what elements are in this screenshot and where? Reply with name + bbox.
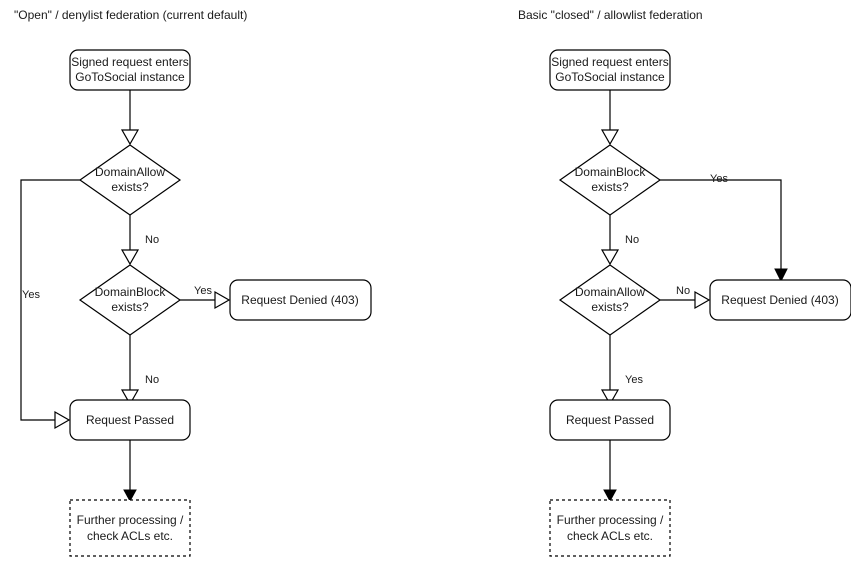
edge-domainblock-no-left: No [120,335,159,406]
edge-domainallow-no-left: No [120,215,159,266]
domainblock-label-line2-left: exists? [111,300,149,314]
arrowhead-open-icon [214,290,231,310]
arrowhead-filled-icon [603,489,617,503]
node-request-passed-right: Request Passed [549,399,671,441]
node-further-processing-left: Further processing / check ACLs etc. [69,499,191,557]
node-decision-domainallow-right: DomainAllow exists? [558,264,662,336]
entry-label-line2-left: GoToSocial instance [75,70,185,84]
edge-label-domainblock-yes-right: Yes [710,173,728,185]
arrowhead-open-icon [120,389,140,406]
further-processing-label-line2-right: check ACLs etc. [567,529,653,543]
request-denied-label-right: Request Denied (403) [721,293,838,307]
edge-line [20,179,80,421]
node-entry-right: Signed request enters GoToSocial instanc… [549,49,671,91]
edge-domainblock-yes-left: Yes [180,285,231,310]
domainallow-label-line1-left: DomainAllow [95,165,165,179]
edge-domainallow-no-right: No [660,285,711,310]
further-processing-label-line1-right: Further processing / [557,513,664,527]
entry-label-line1-left: Signed request enters [71,55,188,69]
edge-passed-to-further-right [603,440,617,503]
node-request-passed-left: Request Passed [69,399,191,441]
column-closed-allowlist: Basic "closed" / allowlist federation Si… [518,8,851,557]
arrowhead-open-icon [600,129,620,146]
request-denied-box-shape-left [229,279,372,321]
further-processing-label-line2-left: check ACLs etc. [87,529,173,543]
node-decision-domainblock-left: DomainBlock exists? [78,264,182,336]
request-denied-box-shape-right [709,279,851,321]
edge-passed-to-further-left [123,440,137,503]
node-request-denied-left: Request Denied (403) [229,279,372,321]
domainblock-label-line1-left: DomainBlock [95,285,167,299]
entry-label-line1-right: Signed request enters [551,55,668,69]
edge-label-domainblock-no-right: No [625,234,639,246]
arrowhead-open-icon [694,290,711,310]
edge-domainblock-no-right: No [600,215,639,266]
domainblock-label-line1-right: DomainBlock [575,165,647,179]
node-decision-domainallow-left: DomainAllow exists? [78,144,182,216]
arrowhead-open-icon [600,249,620,266]
arrowhead-filled-icon [774,268,788,283]
edge-line [660,179,782,276]
column-title-left: "Open" / denylist federation (current de… [14,8,247,22]
further-processing-label-line1-left: Further processing / [77,513,184,527]
domainallow-label-line2-right: exists? [591,300,629,314]
edge-entry-to-domainallow-left [120,90,140,146]
request-denied-label-left: Request Denied (403) [241,293,358,307]
edge-domainblock-yes-right: Yes [660,173,788,283]
request-passed-label-right: Request Passed [566,413,654,427]
edge-label-domainblock-no-left: No [145,374,159,386]
edge-domainallow-yes-left: Yes [20,179,80,430]
edge-label-domainblock-yes-left: Yes [194,285,212,297]
node-decision-domainblock-right: DomainBlock exists? [558,144,662,216]
domainallow-label-line1-right: DomainAllow [575,285,645,299]
node-request-denied-right: Request Denied (403) [709,279,851,321]
entry-label-line2-right: GoToSocial instance [555,70,665,84]
arrowhead-open-icon [54,410,71,430]
further-processing-box-shape-right [549,499,671,557]
edge-label-domainallow-no-right: No [676,285,690,297]
arrowhead-open-icon [120,129,140,146]
domainblock-label-line2-right: exists? [591,180,629,194]
arrowhead-open-icon [600,389,620,406]
domainallow-label-line2-left: exists? [111,180,149,194]
column-open-denylist: "Open" / denylist federation (current de… [14,8,372,557]
edge-entry-to-domainblock-right [600,90,620,146]
edge-domainallow-yes-right: Yes [600,335,643,406]
further-processing-box-shape-left [69,499,191,557]
node-further-processing-right: Further processing / check ACLs etc. [549,499,671,557]
request-passed-label-left: Request Passed [86,413,174,427]
arrowhead-open-icon [120,249,140,266]
column-title-right: Basic "closed" / allowlist federation [518,8,703,22]
edge-label-domainallow-no-left: No [145,234,159,246]
arrowhead-filled-icon [123,489,137,503]
node-entry-left: Signed request enters GoToSocial instanc… [69,49,191,91]
edge-label-domainallow-yes-left: Yes [22,289,40,301]
edge-label-domainallow-yes-right: Yes [625,374,643,386]
